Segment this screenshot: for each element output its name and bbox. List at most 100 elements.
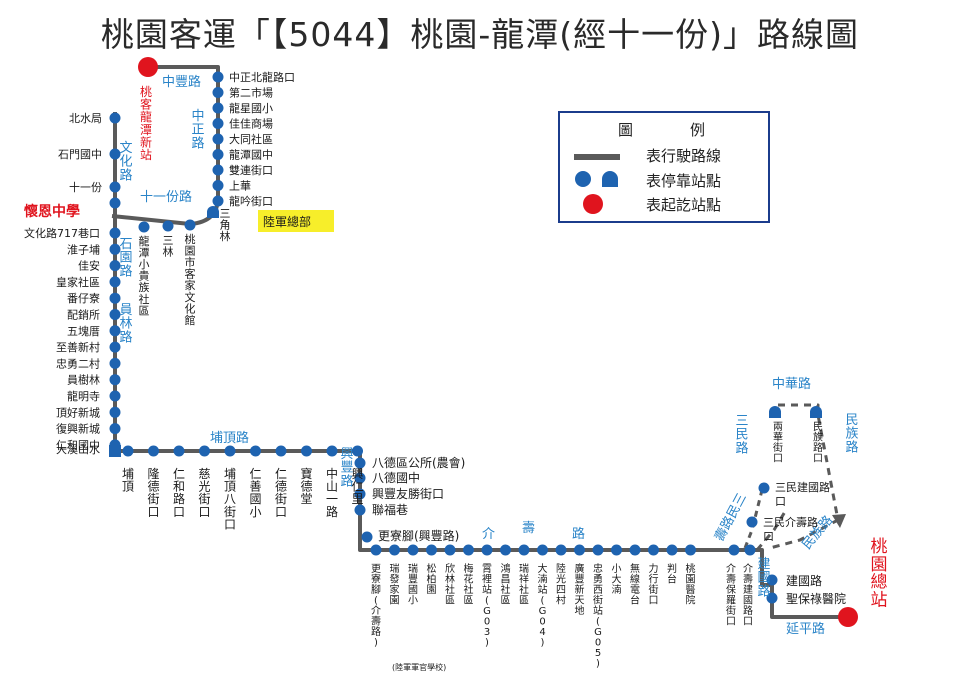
stop-marker-jieshou bbox=[463, 544, 474, 556]
stop-label-puding: 慈光街口 bbox=[198, 466, 210, 519]
stop-label-jieshou: 陸光四村 bbox=[556, 562, 566, 607]
stop-marker-yuanlin bbox=[109, 243, 121, 255]
stop-label-zhongzheng: 龍潭國中 bbox=[229, 148, 273, 162]
stop-marker-jieshou bbox=[648, 544, 659, 556]
stop-marker-gengliao bbox=[361, 531, 373, 543]
stop-marker-jieshou bbox=[444, 544, 456, 556]
stop-label-wenhua: 石門國中 bbox=[58, 148, 102, 161]
road-label-minzu: 民族路 bbox=[845, 413, 858, 455]
stop-label-jieshou-sub: (陸軍軍官學校) bbox=[392, 662, 446, 672]
stop-label-yuanlin: 員樹林 bbox=[67, 373, 100, 387]
stop-marker-puding bbox=[326, 445, 338, 457]
stop-marker-zhongzheng bbox=[212, 102, 224, 114]
road-label-jianguo: 建國路 bbox=[757, 557, 770, 599]
stop-marker-zhongzheng bbox=[212, 195, 224, 207]
stop-label-jieshou: 松柏園 bbox=[427, 562, 437, 596]
stop-marker-zhongzheng bbox=[212, 118, 224, 129]
road-label-puding: 埔頂路 bbox=[210, 430, 249, 446]
stop-marker-yuanlin bbox=[109, 309, 121, 320]
stop-label-gengliao: 更寮腳(興豐路) bbox=[378, 528, 459, 543]
stop-label-city: 兩華街口 bbox=[773, 421, 783, 465]
stop-label-jieshou: 桃園醫院 bbox=[686, 562, 696, 607]
stop-marker-zhongzheng bbox=[212, 149, 224, 160]
stop-marker-puding bbox=[352, 445, 363, 457]
road-label-shiyuan: 石園路 bbox=[119, 237, 132, 279]
stop-marker-yuanlin bbox=[109, 227, 121, 239]
stop-marker-zhongzheng bbox=[212, 71, 224, 83]
road-label-jieshou-2: 壽 bbox=[522, 521, 535, 536]
stop-marker-puding bbox=[148, 445, 159, 457]
stop-marker-zhongzheng bbox=[212, 133, 224, 145]
stop-marker-jieshou bbox=[500, 544, 511, 556]
stop-label-yuanlin: 五塊厝 bbox=[67, 325, 100, 338]
stop-marker-city bbox=[744, 544, 756, 556]
stop-marker-jieshou bbox=[537, 544, 548, 556]
stop-label-yuanlin: 佳安 bbox=[78, 259, 100, 273]
stop-marker-wenhua bbox=[109, 112, 121, 124]
stop-label-jieshou: 欣林社區 bbox=[445, 562, 455, 607]
stop-marker-puding bbox=[173, 445, 185, 457]
stop-marker-wenhua bbox=[109, 148, 121, 160]
legend-box: 圖 例 表行駛路線 表停靠站點 表起訖站點 bbox=[558, 111, 770, 223]
stop-label-wenhua: 北水局 bbox=[69, 112, 102, 125]
stop-marker-puding bbox=[301, 445, 312, 457]
stop-marker-sanjiaolin bbox=[207, 206, 219, 218]
stop-marker-zhongzheng bbox=[212, 180, 224, 191]
stop-marker-shiyifen bbox=[184, 219, 196, 231]
stop-marker-jieshou bbox=[370, 544, 382, 556]
stop-marker-xingfeng bbox=[354, 472, 366, 484]
stop-label-zhongzheng: 大同社區 bbox=[229, 132, 273, 146]
school-label: 懷恩中學 bbox=[23, 203, 80, 220]
terminal-end-label: 桃園總站 bbox=[871, 537, 888, 611]
stop-marker-puding bbox=[199, 445, 210, 457]
stop-marker-city bbox=[766, 574, 778, 586]
stop-marker-city bbox=[766, 592, 778, 604]
road-label-jieshou-3: 路 bbox=[572, 526, 585, 542]
stop-label-jieshou: 梅花社區 bbox=[464, 562, 474, 607]
stop-label-shiyifen: 桃園市客家文化館 bbox=[185, 232, 196, 327]
stop-marker-yuanlin bbox=[109, 423, 121, 435]
stop-marker-xingfeng bbox=[354, 488, 366, 500]
terminal-start-label: 桃客龍潭新站 bbox=[140, 84, 152, 162]
stop-marker-jieshou bbox=[481, 544, 493, 556]
stop-label-shiyifen: 三林 bbox=[163, 234, 174, 259]
stop-label-jieshou: 小大湳 bbox=[612, 563, 622, 596]
stop-marker-jieshou bbox=[518, 544, 530, 556]
stop-marker-city bbox=[728, 544, 740, 556]
stop-label-puding: 埔頂 bbox=[122, 467, 134, 494]
stop-marker-city bbox=[746, 516, 758, 528]
road-label-zhonghua: 中華路 bbox=[772, 376, 811, 392]
legend-terminal-label: 表起訖站點 bbox=[646, 196, 722, 214]
stop-marker-jieshou bbox=[555, 544, 567, 556]
terminal-end-marker bbox=[838, 607, 858, 627]
stop-marker-zhongzheng bbox=[212, 164, 224, 176]
stop-marker-puding bbox=[122, 445, 134, 457]
stop-label-yuanlin: 忠勇二村 bbox=[56, 356, 100, 370]
stop-marker-yuanlin bbox=[109, 325, 121, 337]
road-label-sanmin: 三民路 bbox=[735, 414, 748, 456]
stop-label-zhongzheng: 龍星國小 bbox=[229, 101, 273, 115]
road-label-jieshou-1: 介 bbox=[482, 527, 495, 542]
stop-label-yuanlin: 淮子埔 bbox=[67, 243, 100, 256]
stop-label-yuanlin: 皇家社區 bbox=[56, 275, 100, 289]
stop-label-zhongzheng: 上華 bbox=[229, 180, 251, 193]
stop-label-xingfeng: 八德國中 bbox=[372, 470, 420, 485]
stop-marker-yuanlin bbox=[109, 357, 121, 369]
highlight-label: 陸軍總部 bbox=[263, 214, 311, 229]
legend-heading-left: 圖 bbox=[618, 121, 634, 139]
road-label-shoumin: 壽路民三 bbox=[711, 490, 750, 543]
route-city-loop bbox=[769, 403, 840, 550]
stop-marker-puding bbox=[275, 445, 287, 457]
road-label-wenhua: 文化路 bbox=[119, 141, 132, 183]
stop-marker-jieshou bbox=[666, 544, 678, 556]
stop-label-zhongzheng: 中正北龍路口 bbox=[229, 70, 295, 84]
stop-label-city: 建國路 bbox=[786, 573, 822, 588]
stop-label-puding: 寶德堂 bbox=[300, 466, 312, 506]
stop-label-yuanlin: 頂好新城 bbox=[56, 405, 100, 419]
stop-label-city: 介壽保羅街口 bbox=[726, 563, 736, 628]
stop-label-zhongzheng: 雙連街口 bbox=[229, 163, 273, 177]
stop-label-yuanlin: 至善新村 bbox=[56, 340, 100, 354]
route-dashed-link bbox=[755, 509, 788, 551]
